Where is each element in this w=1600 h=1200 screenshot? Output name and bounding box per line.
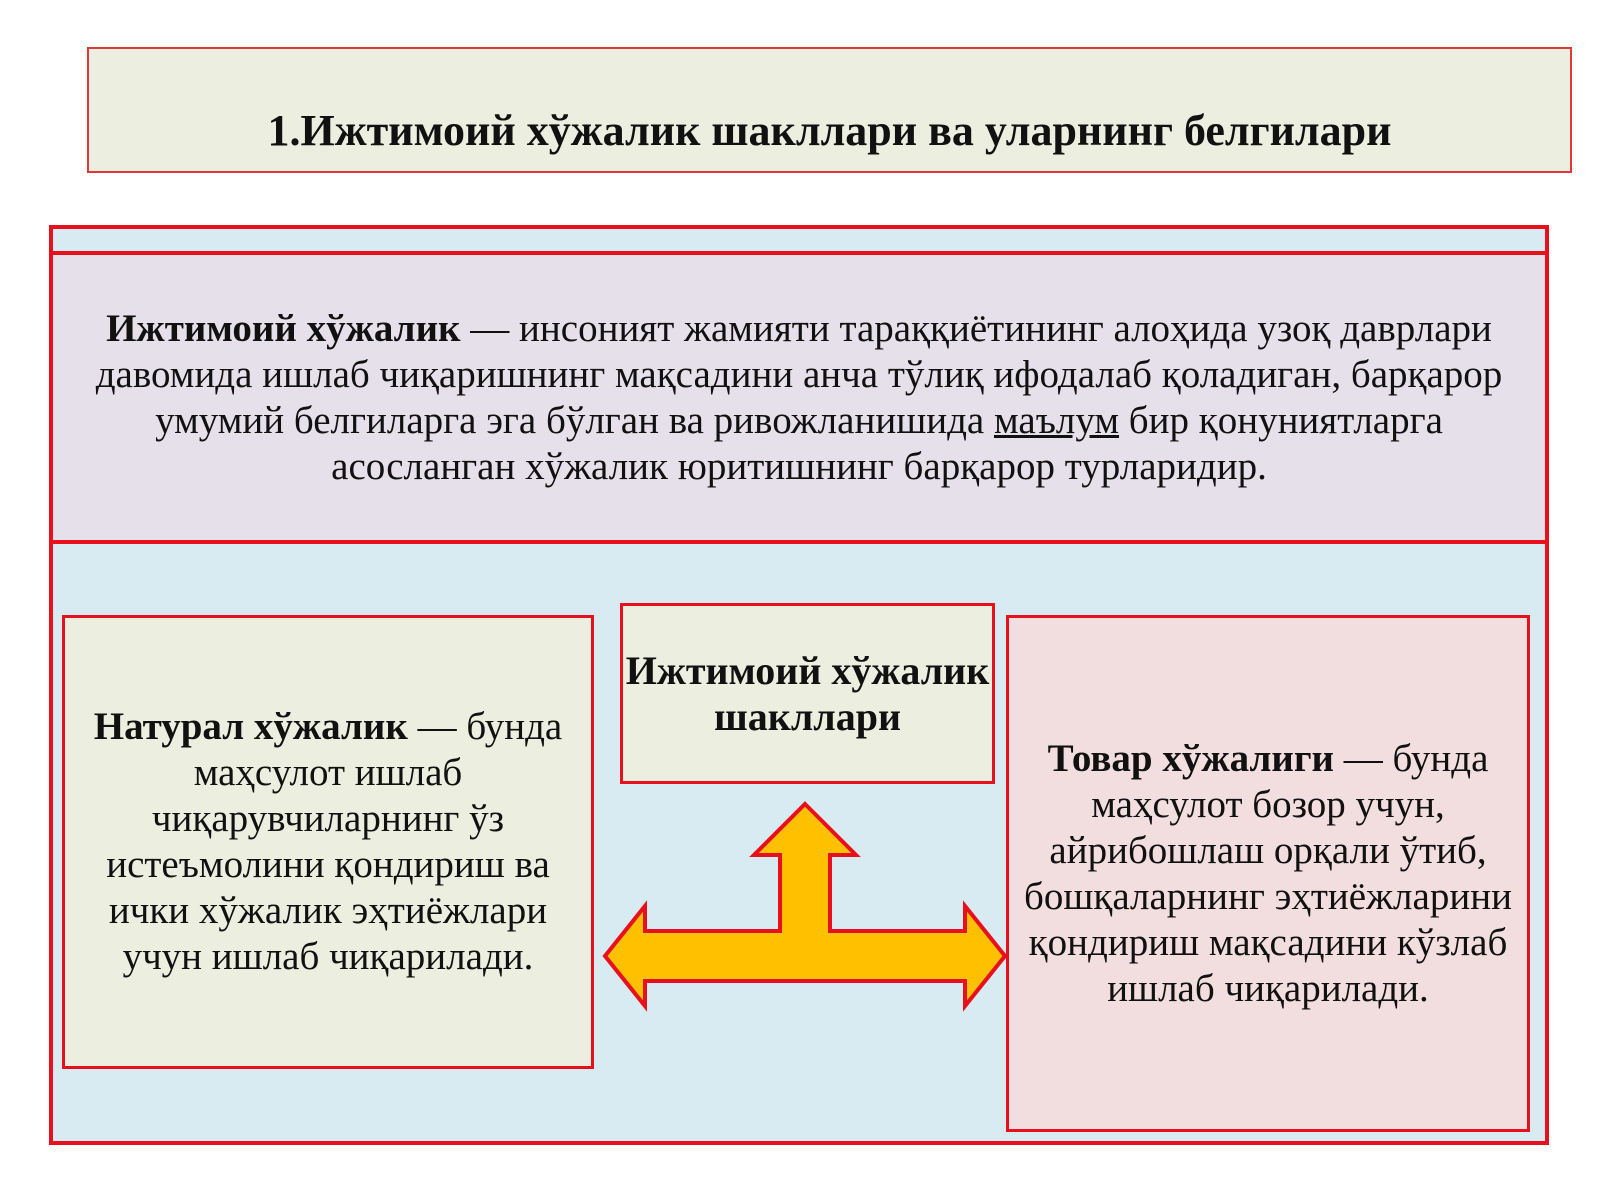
definition-text: Ижтимоий хўжалик — инсоният жамияти тара… [89,306,1509,490]
commodity-economy-box: Товар хўжалиги — бунда маҳсулот бозор уч… [1006,615,1530,1132]
definition-box: Ижтимоий хўжалик — инсоният жамияти тара… [49,251,1549,544]
definition-body-1: — инсоният жамияти тараққиётининг алоҳид… [95,306,1503,442]
natural-economy-box: Натурал хўжалик — бунда маҳсулот ишлаб ч… [62,615,594,1069]
title-box: 1.Ижтимоий хўжалик шакллари ва уларнинг … [87,47,1572,173]
forms-label: Ижтимоий хўжалик шакллари [625,647,990,739]
arrow-shape [602,801,1008,1012]
commodity-economy-description: — бунда маҳсулот бозор учун, айрибошлаш … [1024,736,1512,1010]
definition-underlined-word: маълум [994,398,1120,442]
natural-economy-term: Натурал хўжалик [93,705,408,748]
definition-term: Ижтимоий хўжалик [106,306,461,350]
page-title: 1.Ижтимоий хўжалик шакллари ва уларнинг … [267,106,1392,155]
definition-body-2: бир қонуниятларга асосланган хўжалик юри… [331,398,1443,488]
forms-box: Ижтимоий хўжалик шакллари [620,603,995,784]
commodity-economy-term: Товар хўжалиги [1047,736,1335,780]
three-way-arrow-icon [602,801,1008,1012]
commodity-economy-text: Товар хўжалиги — бунда маҳсулот бозор уч… [1009,736,1527,1012]
natural-economy-description: — бунда маҳсулот ишлаб чиқарувчиларнинг … [106,705,563,978]
natural-economy-text: Натурал хўжалик — бунда маҳсулот ишлаб ч… [65,704,591,980]
